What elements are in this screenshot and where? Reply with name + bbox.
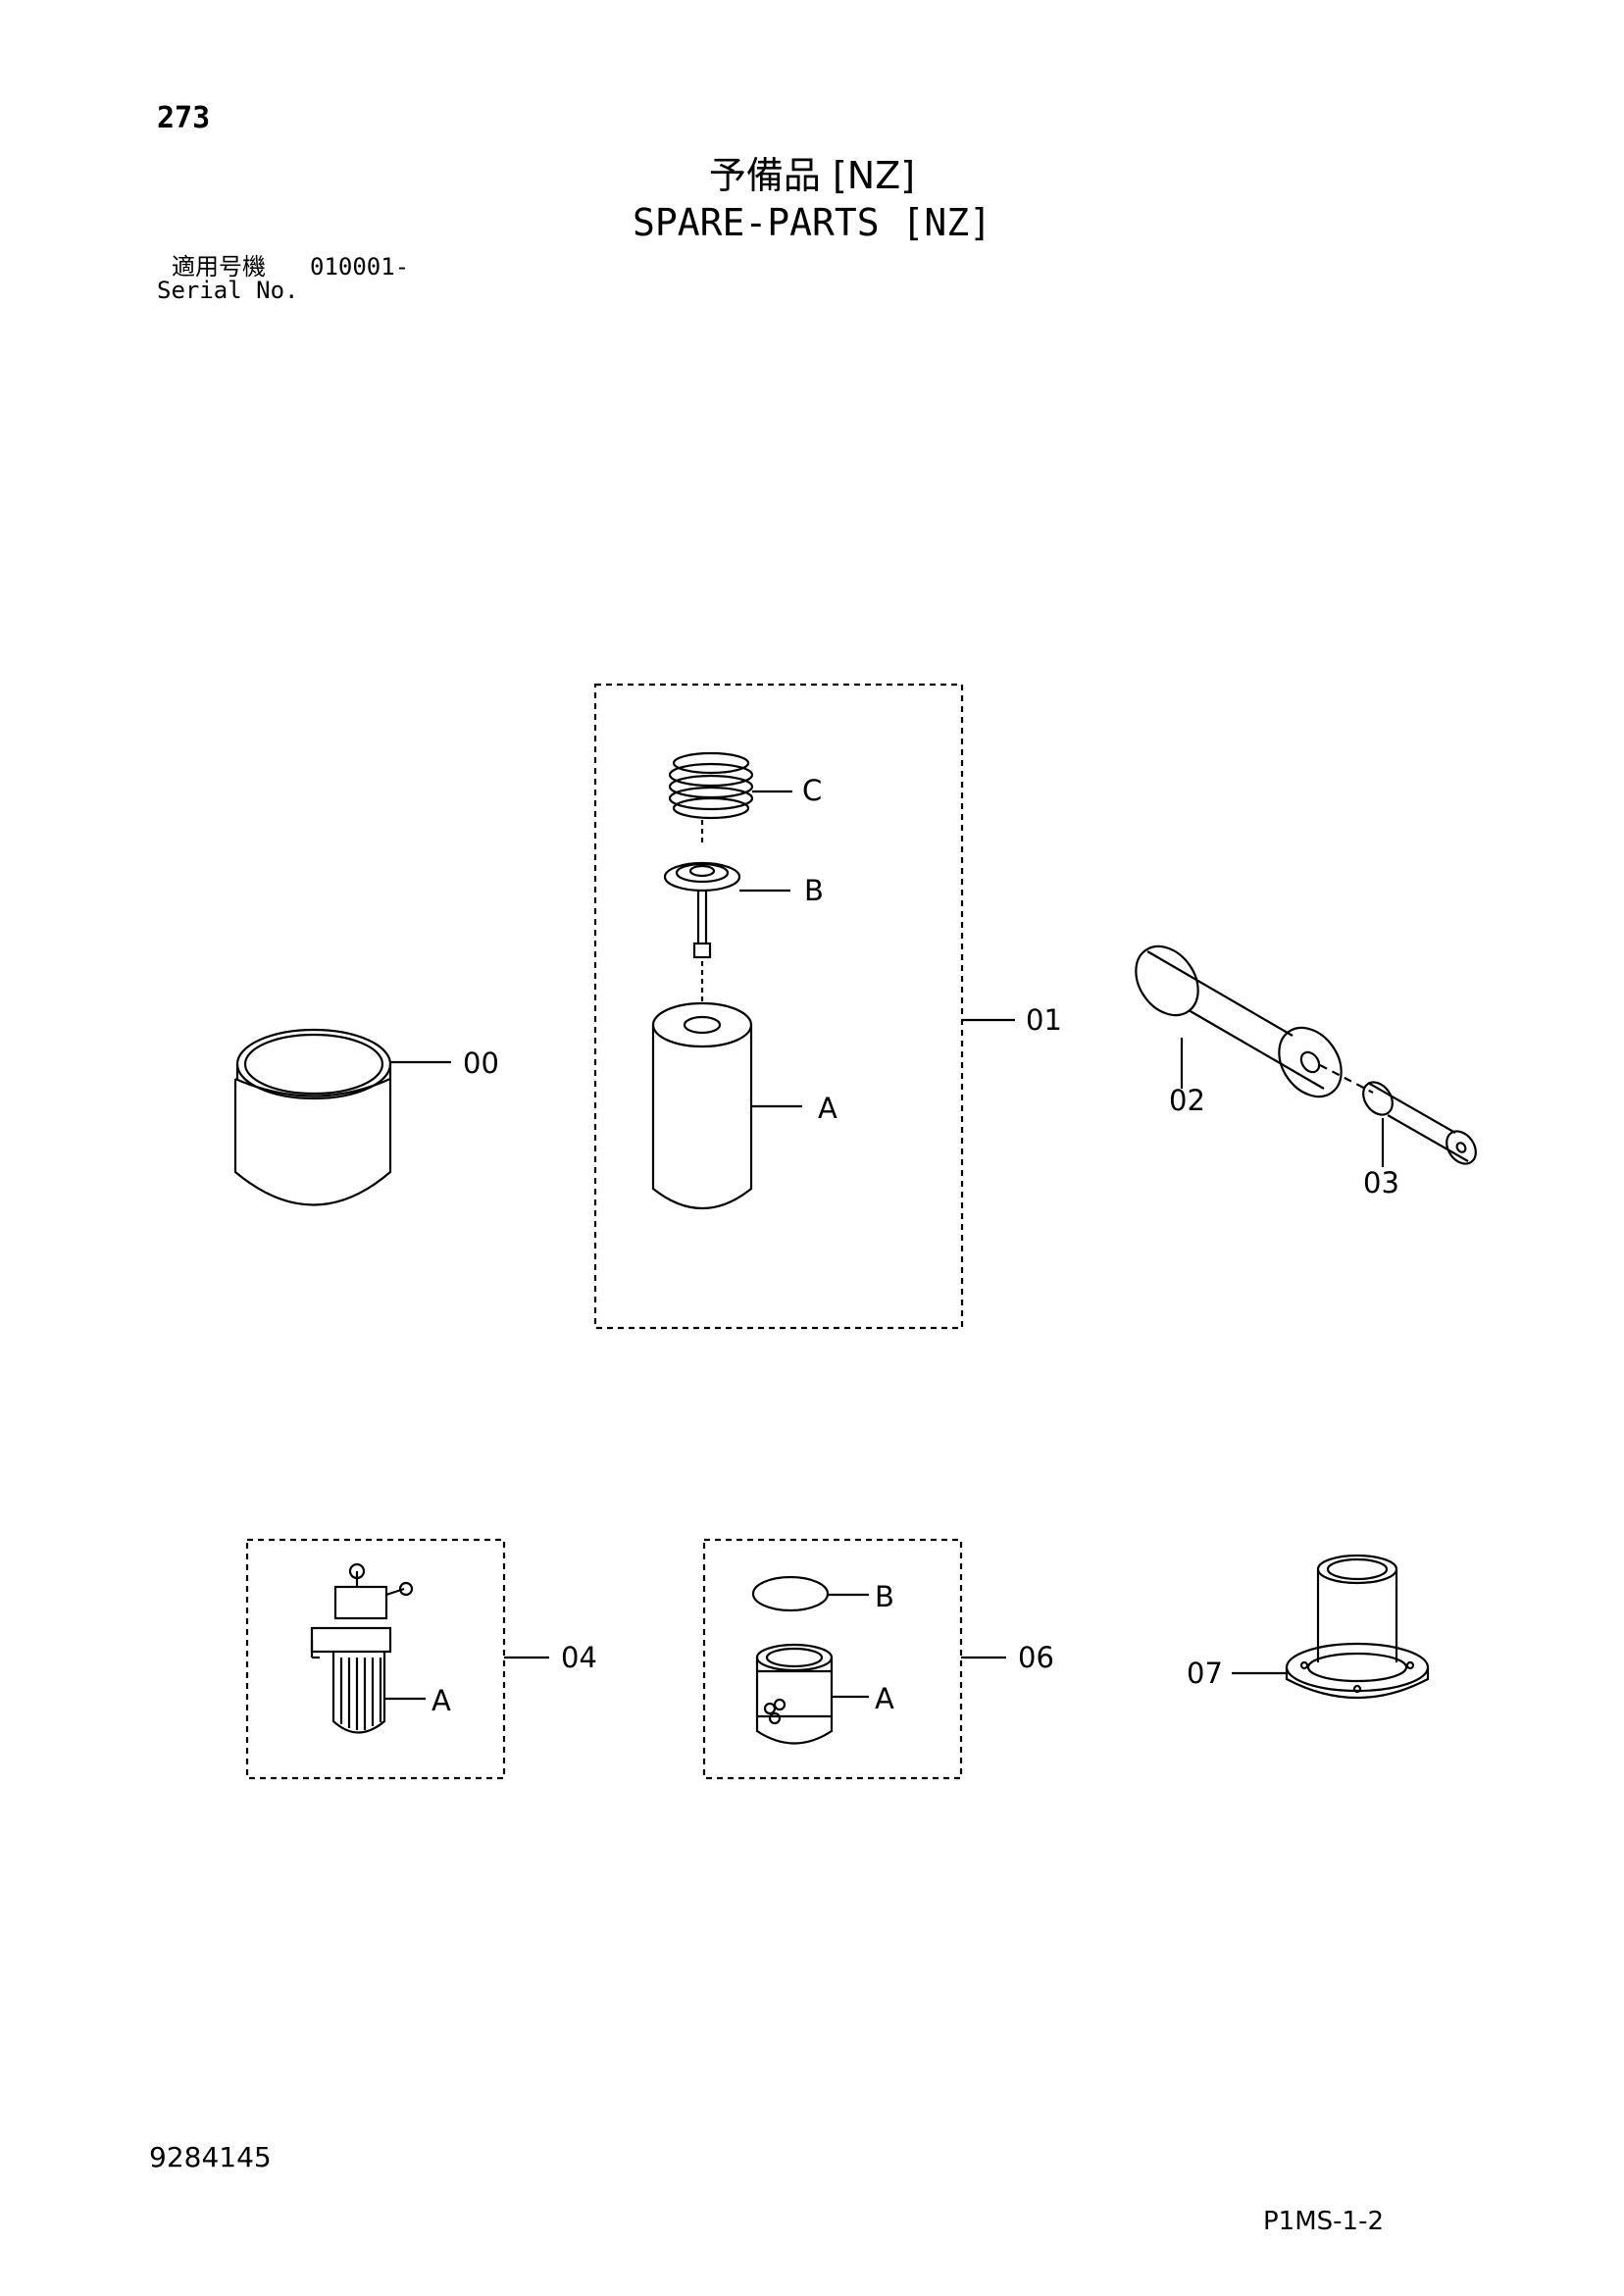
callout-02: 02 bbox=[1169, 1084, 1205, 1117]
serial-label-japanese: 適用号機 bbox=[172, 253, 266, 281]
page-code: P1MS-1-2 bbox=[1263, 2207, 1385, 2236]
part-02-illustration bbox=[1135, 944, 1374, 1098]
part-01a-element bbox=[651, 1001, 802, 1209]
group-box-04 bbox=[245, 1538, 506, 1780]
part-06a-element bbox=[755, 1643, 869, 1745]
serial-label-english: Serial No. bbox=[157, 277, 299, 304]
callout-01-c: C bbox=[802, 774, 822, 807]
callout-04: 04 bbox=[561, 1641, 597, 1674]
document-number: 9284145 bbox=[149, 2141, 272, 2173]
callout-06-a: A bbox=[875, 1682, 894, 1715]
callout-04-a: A bbox=[431, 1684, 451, 1717]
part-03-illustration bbox=[1362, 1081, 1477, 1167]
callout-01-a: A bbox=[818, 1092, 837, 1125]
callout-03: 03 bbox=[1363, 1166, 1399, 1199]
part-01c-spring bbox=[668, 751, 792, 845]
callout-01: 01 bbox=[1026, 1003, 1062, 1037]
part-00-illustration bbox=[233, 1028, 451, 1206]
part-01b-valve bbox=[663, 861, 790, 1002]
part-04-illustration bbox=[310, 1562, 426, 1734]
group-box-01 bbox=[593, 683, 964, 1330]
callout-00: 00 bbox=[463, 1046, 499, 1080]
page-title-english: SPARE-PARTS [NZ] bbox=[632, 201, 992, 244]
callout-06: 06 bbox=[1018, 1641, 1054, 1674]
part-07-illustration bbox=[1232, 1554, 1430, 1699]
callout-07: 07 bbox=[1187, 1657, 1223, 1690]
part-06b-gasket bbox=[751, 1575, 869, 1612]
serial-number-range: 010001- bbox=[310, 253, 410, 281]
callout-06-b: B bbox=[875, 1580, 894, 1613]
callout-01-b: B bbox=[804, 874, 824, 907]
page-number: 273 bbox=[157, 101, 211, 135]
page-title-japanese: 予備品 [NZ] bbox=[708, 154, 916, 197]
